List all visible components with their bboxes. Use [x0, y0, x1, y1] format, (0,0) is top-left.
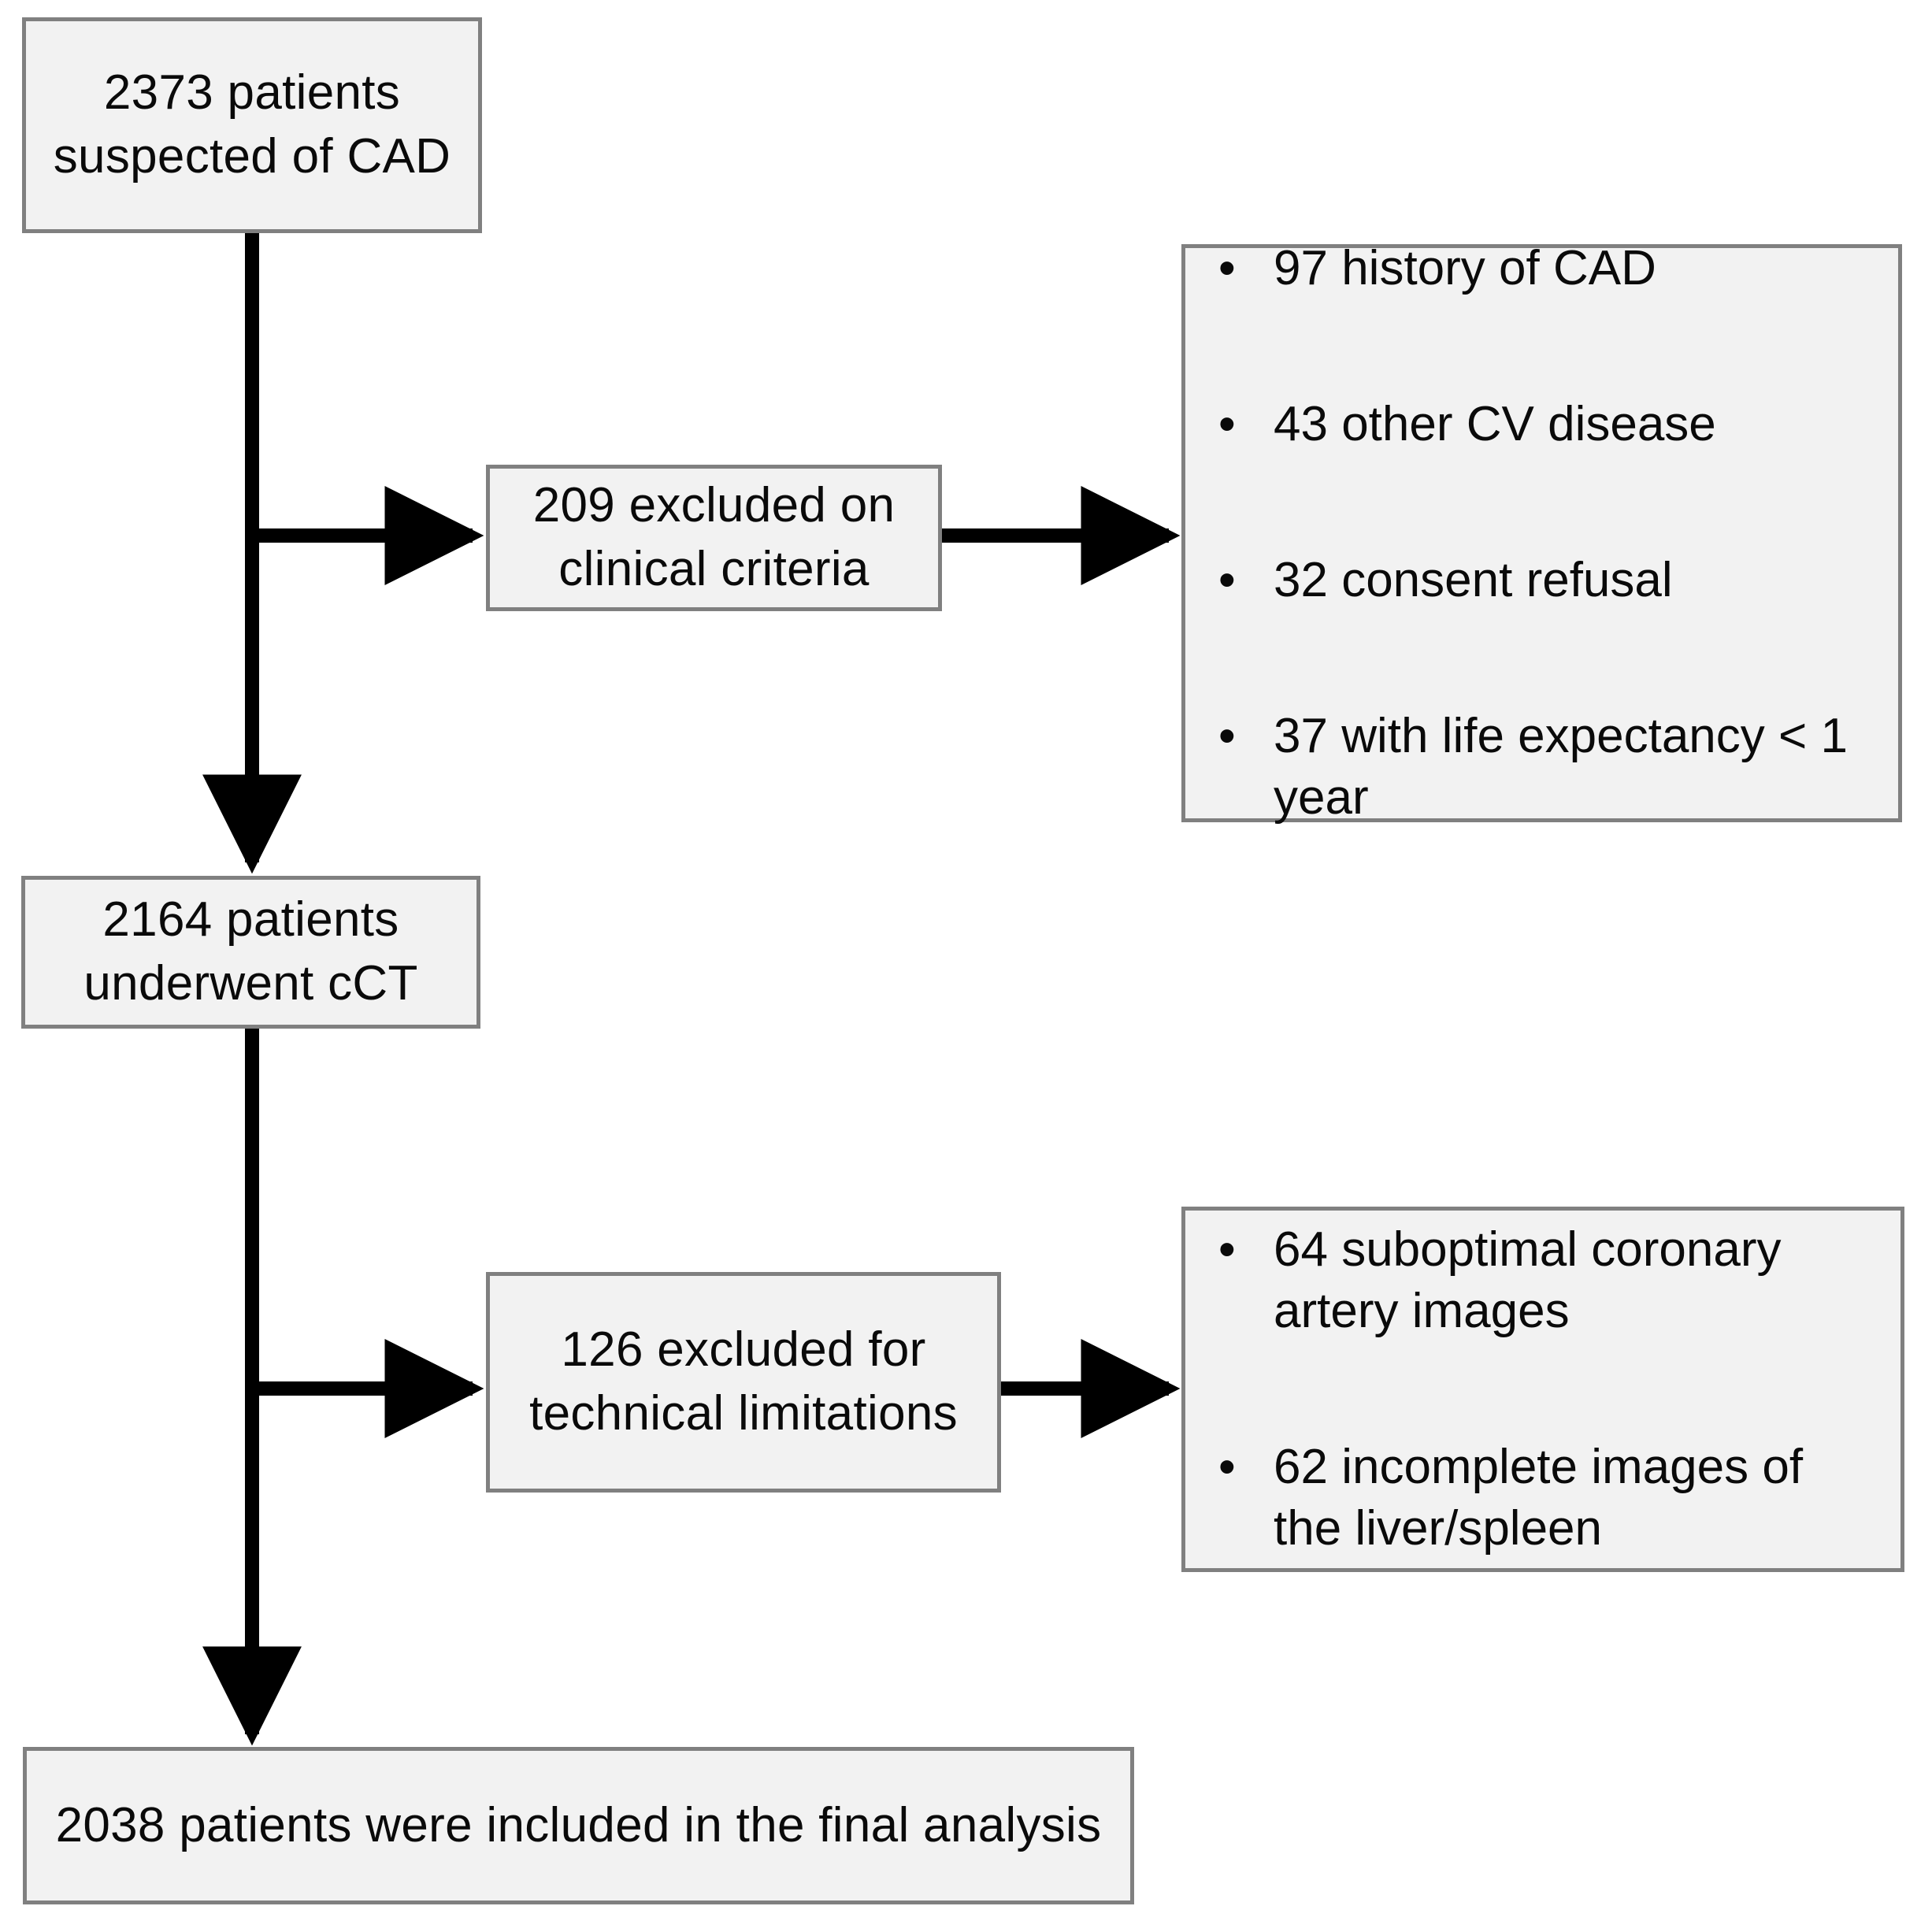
- list-item-label: 37 with life expectancy < 1 year: [1274, 709, 1848, 825]
- node-exclusion-reasons-technical: • 64 suboptimal coronary artery images •…: [1181, 1207, 1904, 1572]
- list-item: • 37 with life expectancy < 1 year: [1212, 706, 1879, 829]
- node-final-analysis-label: 2038 patients were included in the final…: [55, 1797, 1102, 1852]
- bullet-icon: •: [1218, 396, 1236, 451]
- list-item: • 62 incomplete images of the liver/sple…: [1212, 1437, 1882, 1559]
- bullet-icon: •: [1218, 709, 1236, 764]
- bullet-icon: •: [1218, 1440, 1236, 1494]
- node-enrolled-label: 2373 patients suspected of CAD: [53, 65, 451, 184]
- node-excluded-clinical: 209 excluded on clinical criteria: [486, 465, 942, 611]
- node-underwent-cct: 2164 patients underwent cCT: [21, 876, 480, 1029]
- bullet-icon: •: [1218, 1222, 1236, 1277]
- list-spacer: [1212, 611, 1879, 706]
- list-item-label: 43 other CV disease: [1274, 396, 1716, 451]
- node-excluded-technical-label: 126 excluded for technical limitations: [529, 1322, 958, 1441]
- node-excluded-clinical-label: 209 excluded on clinical criteria: [532, 478, 896, 596]
- list-item-label: 32 consent refusal: [1274, 552, 1673, 607]
- node-underwent-cct-label: 2164 patients underwent cCT: [83, 892, 418, 1010]
- bullet-icon: •: [1218, 552, 1236, 607]
- list-spacer: [1212, 299, 1879, 394]
- list-item: • 43 other CV disease: [1212, 394, 1879, 455]
- list-item: • 64 suboptimal coronary artery images: [1212, 1219, 1882, 1342]
- node-enrolled: 2373 patients suspected of CAD: [22, 17, 482, 233]
- node-excluded-technical: 126 excluded for technical limitations: [486, 1272, 1001, 1493]
- list-item-label: 62 incomplete images of the liver/spleen: [1274, 1440, 1804, 1556]
- node-final-analysis: 2038 patients were included in the final…: [23, 1747, 1134, 1904]
- list-spacer: [1212, 1342, 1882, 1437]
- list-item: • 97 history of CAD: [1212, 238, 1879, 299]
- list-item: • 32 consent refusal: [1212, 550, 1879, 611]
- bullet-icon: •: [1218, 240, 1236, 295]
- exclusion-reasons-clinical-list: • 97 history of CAD • 43 other CV diseas…: [1185, 238, 1898, 829]
- list-item-label: 97 history of CAD: [1274, 240, 1656, 295]
- exclusion-reasons-technical-list: • 64 suboptimal coronary artery images •…: [1185, 1219, 1900, 1559]
- list-item-label: 64 suboptimal coronary artery images: [1274, 1222, 1782, 1338]
- list-spacer: [1212, 455, 1879, 550]
- node-exclusion-reasons-clinical: • 97 history of CAD • 43 other CV diseas…: [1181, 241, 1902, 825]
